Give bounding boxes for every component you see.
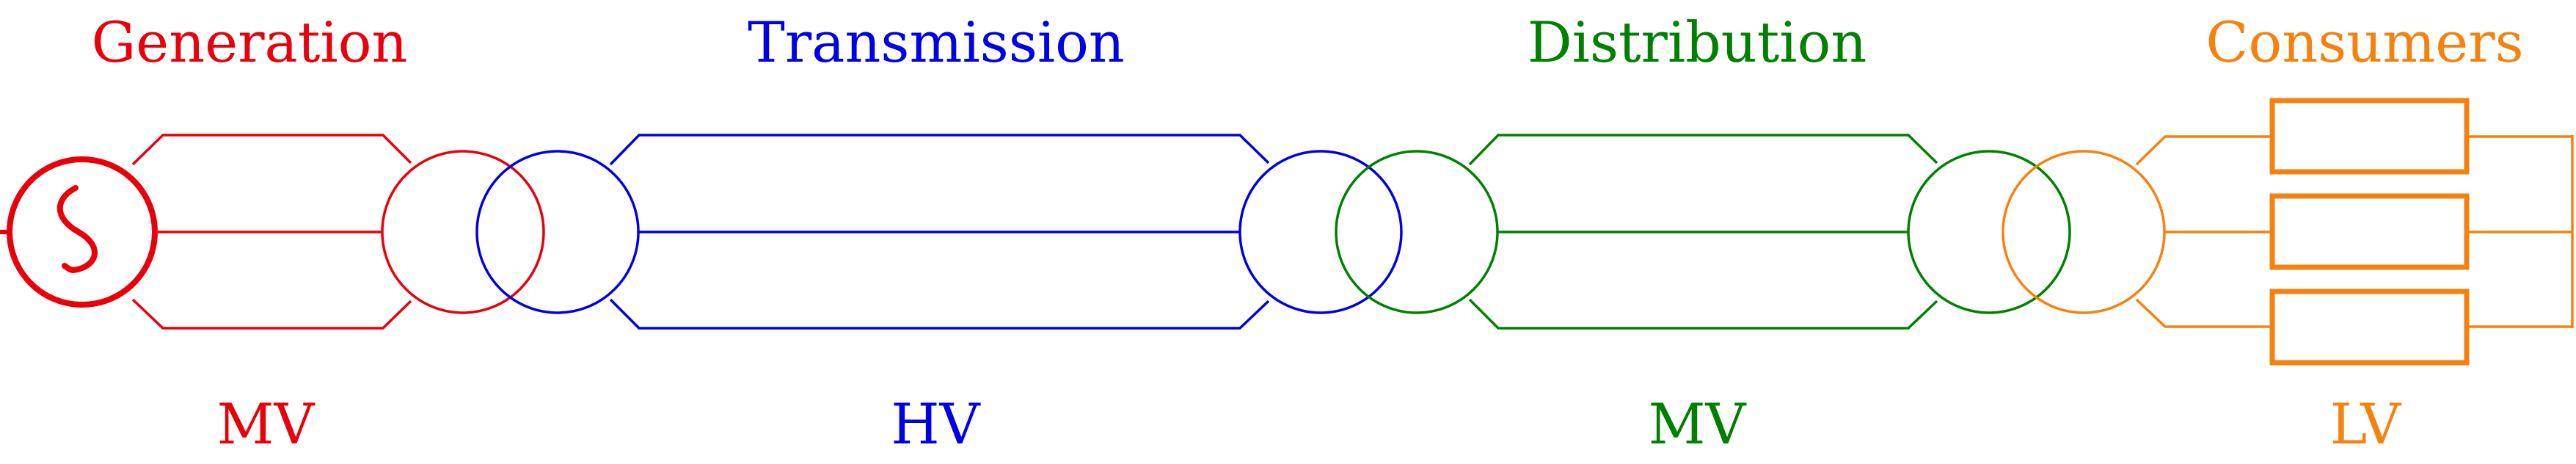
- load-resistor-icon: [2269, 193, 2470, 270]
- generation-line-top: [131, 134, 412, 166]
- step-up-transformer-primary: [381, 150, 545, 314]
- step-up-transformer-secondary: [475, 150, 640, 314]
- consumers-title: Consumers: [2205, 10, 2523, 75]
- transmission-title: Transmission: [748, 10, 1125, 75]
- transmission-section: [475, 134, 1403, 330]
- transmission-line-bottom: [609, 298, 1270, 330]
- step-down-transformer-secondary: [1335, 150, 1499, 314]
- transmission-voltage: HV: [891, 391, 980, 457]
- consumer-feed-top: [2135, 135, 2272, 166]
- generation-line-bottom: [131, 298, 412, 330]
- consumers-voltage: LV: [2330, 391, 2401, 457]
- load-resistor-icon: [2269, 289, 2470, 366]
- ac-generator-icon: [7, 156, 158, 308]
- consumers-section: [2002, 98, 2574, 366]
- load-resistor-icon: [2269, 98, 2470, 175]
- generation-voltage: MV: [217, 391, 315, 457]
- distribution-section: [1335, 134, 2071, 330]
- generation-title: Generation: [92, 10, 408, 75]
- distribution-voltage: MV: [1649, 391, 1747, 457]
- step-down-transformer-primary: [1238, 150, 1403, 314]
- service-transformer-secondary: [2002, 150, 2166, 314]
- generation-section: [0, 134, 545, 330]
- service-transformer-primary: [1907, 150, 2071, 314]
- distribution-line-top: [1468, 134, 1938, 166]
- transmission-line-top: [609, 134, 1270, 166]
- distribution-line-bottom: [1468, 298, 1938, 330]
- distribution-title: Distribution: [1528, 10, 1867, 75]
- consumer-feed-bottom: [2135, 298, 2272, 328]
